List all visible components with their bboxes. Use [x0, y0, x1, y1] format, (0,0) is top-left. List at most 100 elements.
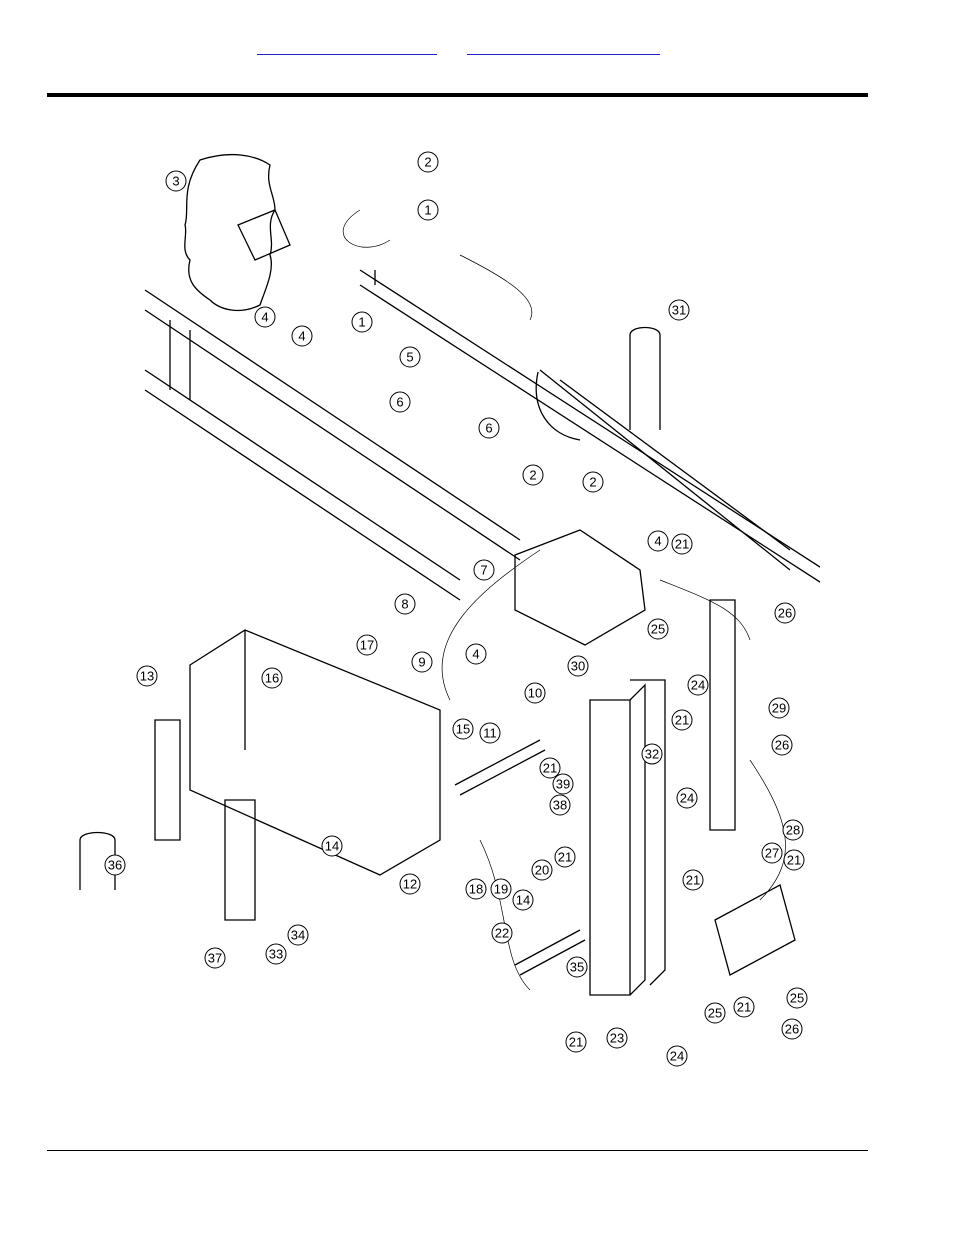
callout-23: 23	[607, 1028, 627, 1048]
svg-text:34: 34	[291, 928, 305, 943]
svg-text:1: 1	[424, 203, 431, 218]
svg-text:2: 2	[529, 468, 536, 483]
callout-25b: 25	[787, 988, 807, 1008]
svg-text:10: 10	[528, 686, 542, 701]
clamp-plate-13	[155, 720, 180, 840]
callout-16: 16	[262, 668, 282, 688]
svg-text:31: 31	[672, 303, 686, 318]
callout-10: 10	[525, 683, 545, 703]
svg-text:21: 21	[569, 1035, 583, 1050]
svg-text:4: 4	[298, 329, 305, 344]
callout-4c: 4	[648, 531, 668, 551]
svg-text:14: 14	[325, 839, 339, 854]
svg-text:18: 18	[469, 882, 483, 897]
header-rule	[47, 93, 868, 97]
svg-text:15: 15	[456, 722, 470, 737]
svg-text:26: 26	[778, 606, 792, 621]
svg-text:33: 33	[269, 947, 283, 962]
callout-26b: 26	[772, 735, 792, 755]
callout-2c: 2	[583, 472, 603, 492]
svg-text:39: 39	[556, 777, 570, 792]
callout-39: 39	[553, 774, 573, 794]
svg-text:35: 35	[570, 960, 584, 975]
link-bar-29	[710, 600, 735, 830]
callout-4d: 4	[466, 644, 486, 664]
callout-4b: 4	[292, 326, 312, 346]
svg-text:25: 25	[790, 991, 804, 1006]
svg-text:21: 21	[675, 713, 689, 728]
svg-text:22: 22	[495, 926, 509, 941]
svg-text:6: 6	[396, 395, 403, 410]
parts-diagram: 1 1 2 2 2 3 4 4 4 4 5 6 6 7 8 9 10 11 12…	[60, 140, 820, 1075]
svg-text:25: 25	[708, 1006, 722, 1021]
callout-28: 28	[783, 820, 803, 840]
disc-hub	[238, 210, 290, 260]
callout-24b: 24	[677, 788, 697, 808]
svg-text:21: 21	[787, 853, 801, 868]
coulter-disc	[185, 155, 275, 311]
callout-19: 19	[491, 879, 511, 899]
svg-text:37: 37	[208, 951, 222, 966]
svg-text:13: 13	[140, 669, 154, 684]
svg-text:4: 4	[654, 534, 661, 549]
callout-34: 34	[288, 925, 308, 945]
svg-text:26: 26	[785, 1022, 799, 1037]
svg-text:25: 25	[651, 622, 665, 637]
svg-text:8: 8	[401, 597, 408, 612]
callout-36: 36	[105, 855, 125, 875]
svg-text:21: 21	[543, 761, 557, 776]
svg-text:20: 20	[535, 863, 549, 878]
header-link-2[interactable]	[467, 40, 660, 55]
callout-30: 30	[568, 656, 588, 676]
callout-9: 9	[412, 652, 432, 672]
svg-text:21: 21	[558, 850, 572, 865]
svg-text:6: 6	[485, 421, 492, 436]
svg-text:9: 9	[418, 655, 425, 670]
callout-21d: 21	[555, 847, 575, 867]
svg-text:36: 36	[108, 858, 122, 873]
svg-text:2: 2	[589, 475, 596, 490]
callout-21g: 21	[734, 997, 754, 1017]
svg-text:7: 7	[480, 563, 487, 578]
callout-21h: 21	[566, 1032, 586, 1052]
callout-4a: 4	[255, 307, 275, 327]
arm-tube	[360, 270, 820, 595]
callout-5: 5	[400, 347, 420, 367]
callout-15: 15	[453, 719, 473, 739]
svg-text:26: 26	[775, 738, 789, 753]
callout-25a: 25	[648, 619, 668, 639]
callout-17: 17	[357, 635, 377, 655]
plate-27	[715, 885, 795, 975]
mount-bracket	[515, 530, 645, 645]
svg-text:28: 28	[786, 823, 800, 838]
svg-text:19: 19	[494, 882, 508, 897]
callout-21f: 21	[784, 850, 804, 870]
header-link-1[interactable]	[257, 40, 437, 55]
callout-2b: 2	[523, 465, 543, 485]
svg-text:4: 4	[261, 310, 268, 325]
callout-20: 20	[532, 860, 552, 880]
svg-text:21: 21	[737, 1000, 751, 1015]
svg-text:21: 21	[675, 537, 689, 552]
svg-text:23: 23	[610, 1031, 624, 1046]
upright-tube-rear	[630, 680, 665, 985]
svg-text:5: 5	[406, 350, 413, 365]
callout-21a: 21	[672, 534, 692, 554]
callout-29: 29	[769, 698, 789, 718]
callout-8: 8	[395, 594, 415, 614]
svg-text:16: 16	[265, 671, 279, 686]
svg-text:11: 11	[483, 726, 497, 741]
callout-1b: 1	[352, 312, 372, 332]
svg-text:4: 4	[472, 647, 479, 662]
callout-32: 32	[642, 744, 662, 764]
footer-rule	[47, 1150, 868, 1151]
callout-24c: 24	[667, 1046, 687, 1066]
pin-11	[455, 740, 545, 795]
u-bolt-31	[630, 328, 660, 431]
callout-1a: 1	[418, 200, 438, 220]
callout-2a: 2	[418, 152, 438, 172]
callout-21b: 21	[672, 710, 692, 730]
callout-14b: 14	[513, 890, 533, 910]
callout-26a: 26	[775, 603, 795, 623]
callout-18: 18	[466, 879, 486, 899]
